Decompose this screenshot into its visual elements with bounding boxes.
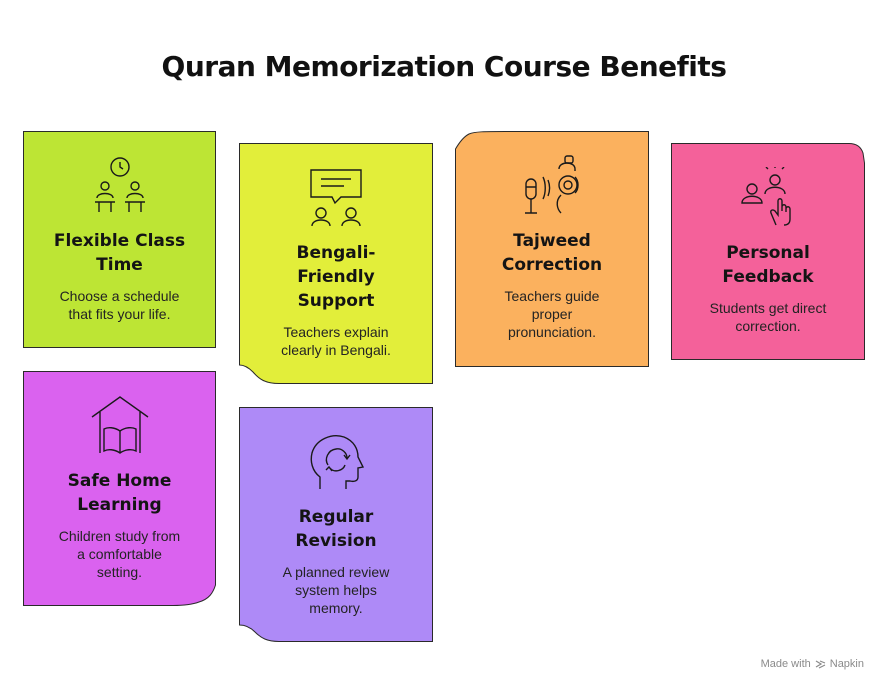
card-title: Bengali- Friendly Support bbox=[296, 243, 376, 311]
card-bengali-friendly-support: Bengali- Friendly Support Teachers expla… bbox=[239, 143, 433, 384]
card-title: Personal Feedback bbox=[722, 243, 814, 287]
classroom-clock-icon bbox=[94, 157, 145, 212]
home-book-icon bbox=[91, 396, 148, 454]
card-description: Teachers explain clearly in Bengali. bbox=[281, 324, 391, 358]
card-safe-home-learning: Safe Home Learning Children study from a… bbox=[23, 371, 216, 606]
card-description: Choose a schedule that fits your life. bbox=[59, 288, 180, 322]
card-title: Regular Revision bbox=[295, 507, 377, 551]
made-with-credit: Made with Napkin bbox=[761, 658, 864, 670]
napkin-logo-icon bbox=[815, 659, 826, 669]
credit-text: Made with bbox=[760, 658, 811, 670]
card-tajweed-correction: Tajweed Correction Teachers guide proper… bbox=[455, 131, 649, 367]
sticky-note-background bbox=[23, 131, 216, 348]
microphone-listener-icon bbox=[525, 155, 579, 214]
card-flexible-class-time: Flexible Class Time Choose a schedule th… bbox=[23, 131, 216, 348]
card-description: Teachers guide proper pronunciation. bbox=[504, 288, 600, 340]
card-description: A planned review system helps memory. bbox=[282, 564, 390, 616]
page-title: Quran Memorization Course Benefits bbox=[161, 50, 727, 83]
card-description: Children study from a comfortable settin… bbox=[58, 528, 181, 580]
card-title: Tajweed Correction bbox=[501, 231, 603, 275]
card-regular-revision: Regular Revision A planned review system… bbox=[239, 407, 433, 642]
sticky-note-background bbox=[239, 407, 433, 642]
people-pointer-icon bbox=[741, 167, 791, 226]
card-personal-feedback: Personal Feedback Students get direct co… bbox=[671, 143, 865, 360]
card-title: Flexible Class Time bbox=[53, 231, 186, 275]
card-title: Safe Home Learning bbox=[67, 471, 172, 515]
sticky-note-background bbox=[671, 143, 865, 360]
sticky-note-background bbox=[23, 371, 216, 606]
card-description: Students get direct correction. bbox=[709, 300, 827, 334]
chat-support-icon bbox=[310, 169, 362, 227]
sticky-note-background bbox=[239, 143, 433, 384]
sticky-note-background bbox=[455, 131, 649, 367]
credit-brand: Napkin bbox=[829, 658, 864, 670]
head-cycle-icon bbox=[310, 435, 365, 489]
